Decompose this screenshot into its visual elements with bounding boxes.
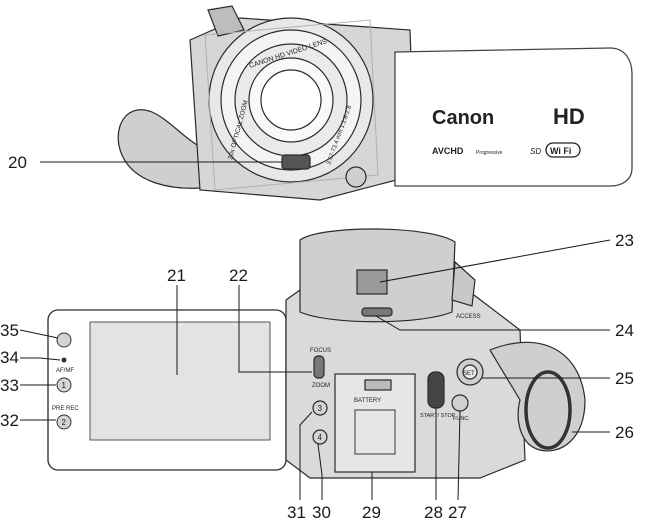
callout-28: 28 xyxy=(424,503,443,522)
battery-label: BATTERY xyxy=(354,398,381,404)
assign-4-text: 4 xyxy=(318,433,323,442)
start-stop-button[interactable] xyxy=(427,371,445,409)
lcd-screen xyxy=(89,321,271,441)
lens-hood xyxy=(207,5,245,37)
set-label: SET xyxy=(463,371,475,377)
svg-text:Wi Fi: Wi Fi xyxy=(550,146,571,156)
start-stop-label: START/ STOP xyxy=(420,413,456,419)
canon-logo: Canon xyxy=(432,107,494,129)
callout-32: 32 xyxy=(0,411,19,430)
instant-af-sensor xyxy=(281,154,311,170)
callout-24: 24 xyxy=(615,321,634,340)
func-label: FUNC. xyxy=(453,416,470,422)
button-35[interactable] xyxy=(56,332,72,348)
hand-strap-front xyxy=(117,109,207,189)
dioptre-lever[interactable] xyxy=(361,307,393,317)
lcd-screen-open: AF/MF 1 PRE REC 2 xyxy=(47,309,287,471)
callout-25: 25 xyxy=(615,369,634,388)
callout-30: 30 xyxy=(312,503,331,522)
callout-numbers: 20 21 22 23 24 25 26 27 28 29 30 31 32 3… xyxy=(0,153,634,522)
grip-belt xyxy=(489,341,586,452)
wifi-logo: Wi Fi xyxy=(545,142,581,158)
func-button[interactable] xyxy=(451,394,469,412)
focus-zoom-switch[interactable] xyxy=(313,355,325,379)
assign-button-4[interactable] xyxy=(312,429,328,445)
access-label: ACCESS xyxy=(456,314,481,320)
assign-button-3[interactable] xyxy=(312,400,328,416)
hd-logo: HD xyxy=(553,104,585,129)
callout-21: 21 xyxy=(167,266,186,285)
svg-text:2: 2 xyxy=(62,418,67,427)
assign-3-text: 3 xyxy=(318,404,323,413)
sd-logo: SD xyxy=(530,147,541,156)
callout-22: 22 xyxy=(229,266,248,285)
camcorder-front-view xyxy=(117,5,633,201)
callout-20: 20 xyxy=(8,153,27,172)
callout-33: 33 xyxy=(0,376,19,395)
callout-34: 34 xyxy=(0,348,19,367)
focus-label: FOCUS xyxy=(310,348,331,354)
callout-27: 27 xyxy=(448,503,467,522)
assign-button-1[interactable] xyxy=(56,377,72,393)
callout-35: 35 xyxy=(0,321,19,340)
lcd-panel-closed xyxy=(394,47,633,187)
af-mf-label: AF/MF xyxy=(56,368,74,374)
camcorder-rear-view xyxy=(285,228,586,479)
callout-31: 31 xyxy=(287,503,306,522)
callout-23: 23 xyxy=(615,231,634,250)
callout-26: 26 xyxy=(615,423,634,442)
zoom-label: ZOOM xyxy=(312,383,330,389)
avchd-progressive: Progressive xyxy=(476,150,503,156)
strap-ring xyxy=(524,370,572,450)
indicator-34 xyxy=(61,357,67,363)
avchd-logo: AVCHD xyxy=(432,146,464,156)
pre-rec-label: PRE REC xyxy=(52,406,79,412)
assign-button-2[interactable] xyxy=(56,414,72,430)
svg-text:1: 1 xyxy=(62,381,67,390)
callout-leaders xyxy=(19,161,611,501)
callout-29: 29 xyxy=(362,503,381,522)
